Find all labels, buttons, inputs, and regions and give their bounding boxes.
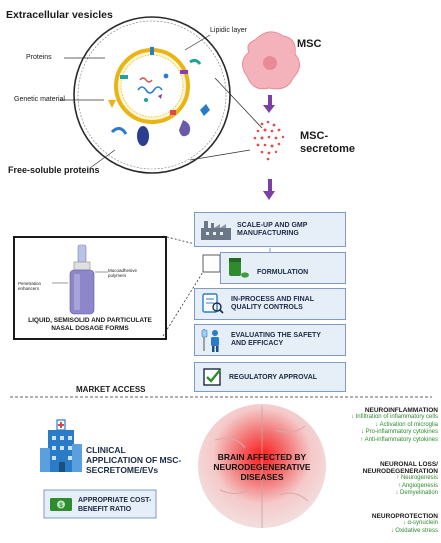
rna-strand-icon [137,86,163,94]
patient-iv-icon [201,329,219,352]
hospital-icon [40,419,82,472]
step-gmp-line1: SCALE-UP AND GMP [237,222,308,229]
step-quality-controls: IN-PROCESS AND FINAL QUALITY CONTROLS [194,288,346,320]
step-qc-line2: QUALITY CONTROLS [231,304,303,311]
svg-text:$: $ [59,503,63,509]
cost-benefit-label: APPROPRIATE COST- BENEFIT RATIO [78,497,151,514]
cost-line1: APPROPRIATE COST- [78,497,152,504]
clinical-line2: APPLICATION OF MSC- [86,455,182,465]
cost-line2: BENEFIT RATIO [78,505,132,513]
secretome-label-line2: secretome [300,143,356,155]
neuroprotection-item: ↓ α-synuclein [402,520,438,526]
factory-icon [201,221,231,240]
step-qc-line1: IN-PROCESS AND FINAL [231,296,314,303]
neuroinflammation-item: ↓ Pro-inflammatory cytokines [360,429,438,435]
nasal-caption: LIQUID, SEMISOLID AND PARTICULATE NASAL … [13,317,167,333]
mucoadhesive-polymers-label: Mucoadhesive polymers [108,268,138,278]
neuroinflammation-item: ↓ Infiltration of inflammatory cells [350,414,438,420]
checkbox-icon [203,368,221,386]
msc-label: MSC [297,38,322,50]
clipboard-magnifier-icon [202,293,224,314]
clinical-line3: SECRETOME/EVs [86,465,159,475]
secretome-label: MSC- secretome [300,130,355,156]
lipidic-layer-label: Lipidic layer [210,27,247,34]
neuronal-loss-item: ↓ Demyelination [395,490,438,496]
genetic-material-label: Genetic material [14,96,65,103]
penetration-enhancers-label: Penetration enhancers [18,281,42,291]
step-regulatory-label: REGULATORY APPROVAL [229,374,318,381]
brain-line1: BRAIN AFFECTED BY [217,452,307,462]
brain-line3: DISEASES [240,472,284,482]
free-soluble-label: Free-soluble proteins [8,165,100,175]
neuroinflammation-panel: NEUROINFLAMMATION ↓ Infiltration of infl… [322,407,438,444]
nasal-dosage-box [13,236,167,340]
clinical-application-label: CLINICAL APPLICATION OF MSC- SECRETOME/E… [86,445,181,475]
neuronal-loss-item: ↑ Angiogenesis [397,482,438,489]
money-icon: $ [50,498,72,511]
proteins-label: Proteins [26,54,52,61]
neuroprotection-title: NEUROPROTECTION [371,513,438,520]
neuroprotection-panel: NEUROPROTECTION ↓ α-synuclein ↓ Oxidativ… [322,513,438,535]
neuroinflammation-title: NEUROINFLAMMATION [364,407,438,414]
step-safety-line2: AND EFFICACY [231,340,284,347]
neuroprotection-item: ↓ Oxidative stress [390,527,438,534]
neuronal-loss-title1: NEURONAL LOSS/ [379,461,438,468]
neuronal-loss-title2: NEURODEGENERATION [362,468,438,475]
neuroinflammation-item: ↑ Anti-inflammatory cytokines [360,436,438,443]
brain-label: BRAIN AFFECTED BY NEURODEGENERATIVE DISE… [204,452,320,482]
clinical-line1: CLINICAL [86,445,126,455]
secretome-label-line1: MSC- [300,130,329,142]
step-gmp-line2: MANUFACTURING [237,230,299,237]
ev-title: Extracellular vesicles [6,9,113,21]
step-regulatory-approval: REGULATORY APPROVAL [194,362,346,392]
arrow-down-icon [263,95,275,113]
step-formulation: FORMULATION [220,252,346,284]
nasal-spray-icon [69,244,95,315]
nasal-caption-line2: NASAL DOSAGE FORMS [51,325,129,332]
step-gmp-manufacturing: SCALE-UP AND GMP MANUFACTURING [194,212,346,247]
step-formulation-label: FORMULATION [257,269,309,276]
neuronal-loss-panel: NEURONAL LOSS/ NEURODEGENERATION ↑ Neuro… [322,461,438,498]
secretome-particles-icon [253,120,285,161]
brain-line2: NEURODEGENERATIVE [213,462,311,472]
protein-blob-icon [137,126,149,146]
neuroinflammation-item: ↓ Activation of microglia [375,421,438,428]
neuronal-loss-item: ↑ Neurogenesis [396,475,438,481]
nasal-caption-line1: LIQUID, SEMISOLID AND PARTICULATE [28,317,152,324]
pills-icon [229,258,249,278]
step-safety-efficacy: EVALUATING THE SAFETY AND EFFICACY [194,324,346,356]
market-access-label: MARKET ACCESS [76,385,146,394]
step-safety-line1: EVALUATING THE SAFETY [231,332,321,339]
